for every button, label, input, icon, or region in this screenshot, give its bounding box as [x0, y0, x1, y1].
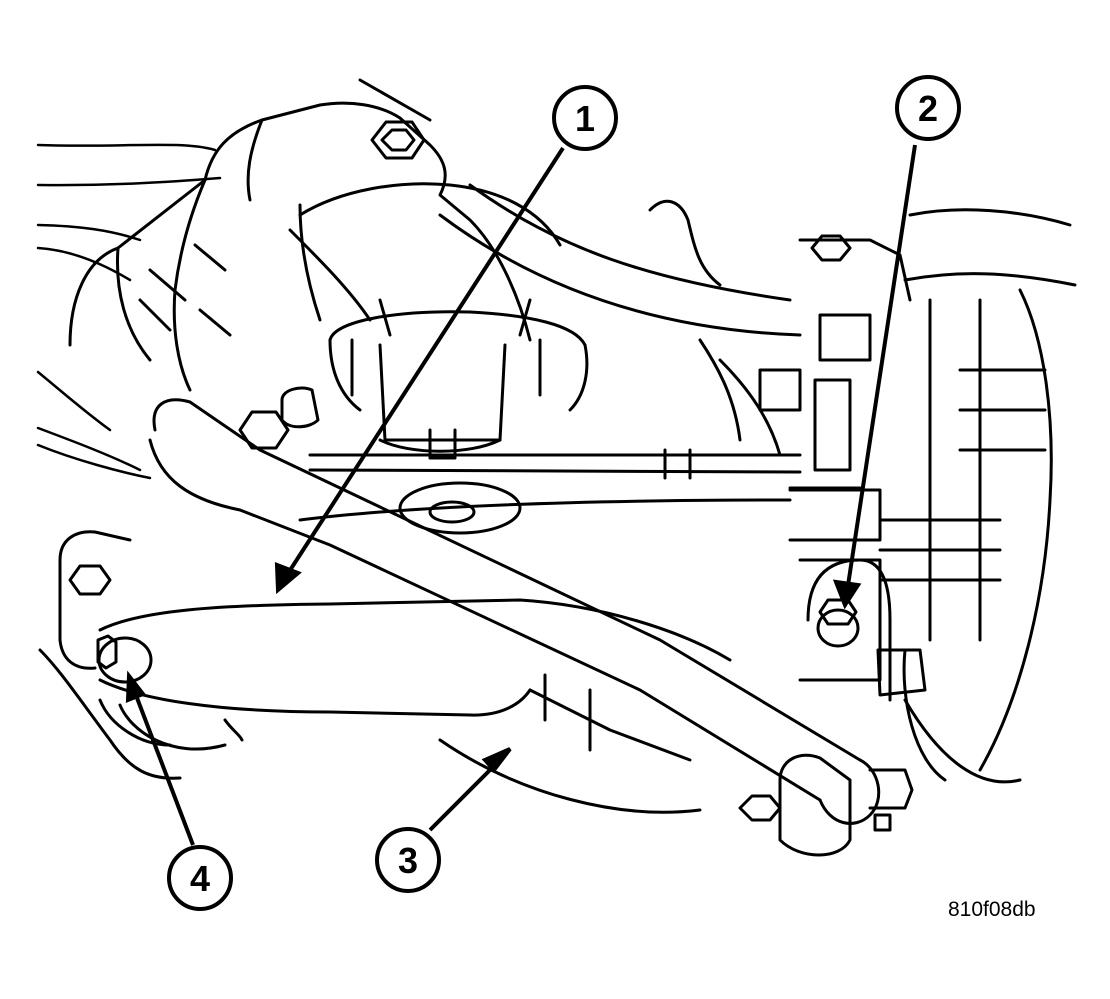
knuckle-mount-bolt: [806, 558, 892, 702]
pinion-yoke: [328, 298, 589, 460]
lower-ball-joint: [738, 648, 927, 857]
hub-knuckle: [758, 208, 1077, 784]
leader-line-1: [274, 146, 565, 595]
background-frame-lines: [36, 143, 222, 480]
callout-2-label: 2: [918, 88, 938, 129]
differential-housing: [68, 78, 562, 392]
callout-4-label: 4: [190, 858, 210, 899]
pivot-bolt-lower: [96, 634, 153, 684]
bracket-bolt: [68, 564, 112, 596]
leader-line-4: [125, 670, 195, 846]
upper-frame-arc: [438, 183, 802, 457]
callout-3-label: 3: [398, 840, 418, 881]
spring-seat: [398, 481, 522, 535]
brake-disc: [902, 648, 947, 782]
callout-bubbles: 1 2 3 4: [167, 75, 961, 911]
leader-line-3: [428, 747, 512, 832]
callout-2: 2: [895, 75, 961, 141]
figure-id: 810f08db: [948, 898, 1036, 921]
callout-4: 4: [167, 845, 233, 911]
link-bolt-upper: [238, 386, 320, 450]
leader-line-2: [832, 144, 917, 610]
frame-bracket: [38, 530, 182, 780]
callout-1-label: 1: [575, 98, 595, 139]
lower-control-arm: [98, 598, 732, 814]
callout-1: 1: [552, 85, 618, 151]
top-bolt: [370, 120, 426, 160]
knuckle-top-bolt: [810, 234, 852, 262]
leader-lines: [125, 144, 917, 846]
callout-3: 3: [375, 827, 441, 893]
diagonal-control-arm: [148, 398, 881, 825]
